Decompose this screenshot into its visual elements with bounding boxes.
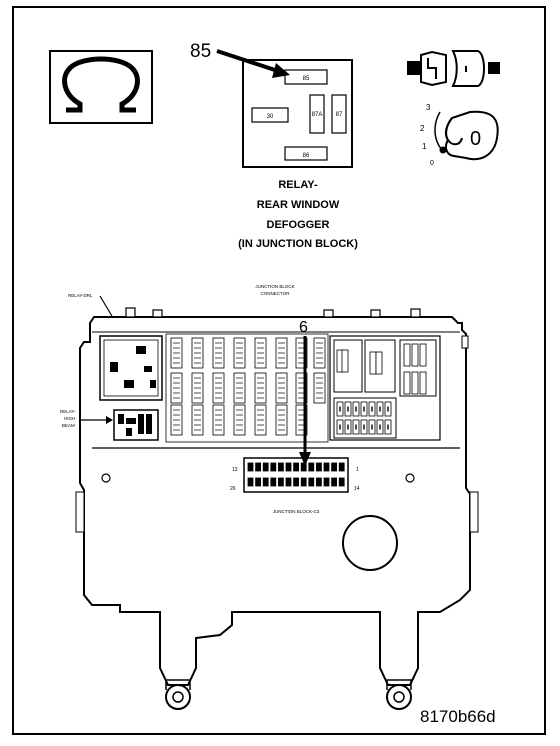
connector-pin [255, 477, 262, 487]
connector-pin [293, 462, 300, 472]
callout-6-arrowhead [299, 452, 311, 466]
figure-id: 8170b66d [420, 707, 496, 726]
ignition-position-1: 1 [422, 142, 427, 151]
relay-slot [411, 371, 419, 395]
connector-pin [331, 462, 338, 472]
relay-drl-socket [99, 335, 163, 401]
relay-high-beam-label-1: RELAY- [60, 409, 76, 414]
callout-85-arrowhead [272, 63, 290, 78]
connector-pin [338, 477, 345, 487]
connector-pin [308, 462, 315, 472]
connector-number-14: 14 [354, 486, 360, 492]
connector-pin [323, 462, 330, 472]
fuse-grid [165, 333, 329, 443]
relay-slots [336, 343, 427, 435]
relay-terminal-87: 87 [336, 112, 343, 118]
relay-terminal-86: 86 [303, 153, 310, 159]
relay-terminal-87a: 87A [312, 112, 323, 118]
connector-pin [293, 477, 300, 487]
connector-pin [277, 462, 284, 472]
connector-pin [315, 477, 322, 487]
relay-slot [403, 343, 411, 367]
relay-slot [411, 343, 419, 367]
relay-slot [375, 351, 383, 375]
connector-pin [270, 462, 277, 472]
connector-pin [300, 477, 307, 487]
caption-line-2: REAR WINDOW [257, 199, 340, 211]
connector-pin [285, 462, 292, 472]
relay-slot [369, 351, 377, 375]
relay-slot [403, 371, 411, 395]
connector-pin [247, 462, 254, 472]
callout-85: 85 [190, 41, 211, 62]
connector-number-1: 1 [356, 467, 359, 473]
connector-pin [300, 462, 307, 472]
caption-line-4: (IN JUNCTION BLOCK) [238, 238, 358, 250]
connector-pin [255, 462, 262, 472]
connector-c3-label: JUNCTION BLOCK-C3 [273, 509, 320, 514]
caption-line-1: RELAY- [278, 179, 318, 191]
connector-plug-icon [407, 50, 500, 87]
connector-pin [262, 477, 269, 487]
relay-high-beam-arrowhead [106, 416, 113, 424]
connector-pin [247, 477, 254, 487]
connector-pin [285, 477, 292, 487]
ignition-position-2: 2 [420, 124, 425, 133]
relay-terminal-box [242, 59, 353, 168]
relay-terminal-85: 85 [303, 76, 310, 82]
connector-pin [270, 477, 277, 487]
junction-top-label-2: CONNECTOR [261, 291, 291, 296]
relay-slot [419, 371, 427, 395]
ignition-position-0: 0 [430, 160, 434, 167]
ignition-key-label: 0 [470, 128, 481, 150]
relay-high-beam-label-3: BEAM [62, 423, 75, 428]
connector-number-13: 13 [232, 467, 238, 473]
connector-pin [338, 462, 345, 472]
relay-high-beam-label-2: HIGH [64, 416, 75, 421]
ohm-symbol-icon [49, 50, 153, 124]
ignition-key-icon [434, 110, 499, 161]
connector-pin [323, 477, 330, 487]
relay-slot [341, 349, 349, 373]
connector-pin [262, 462, 269, 472]
connector-number-26: 26 [230, 486, 236, 492]
relay-high-beam [113, 409, 159, 441]
relay-slot [419, 343, 427, 367]
caption-line-3: DEFOGGER [267, 219, 330, 231]
callout-85-arrow [216, 49, 285, 75]
callout-6: 6 [299, 319, 308, 336]
ignition-position-3: 3 [426, 103, 431, 112]
relay-terminal-30: 30 [267, 114, 274, 120]
relay-drl-label: RELAY-DRL [68, 293, 93, 298]
connector-c3 [243, 457, 349, 493]
junction-top-label-1: JUNCTION BLOCK [255, 284, 294, 289]
fuse-grid-outline [165, 333, 329, 443]
connector-pin [331, 477, 338, 487]
connector-pin [277, 477, 284, 487]
connector-pin [315, 462, 322, 472]
connector-pin [308, 477, 315, 487]
